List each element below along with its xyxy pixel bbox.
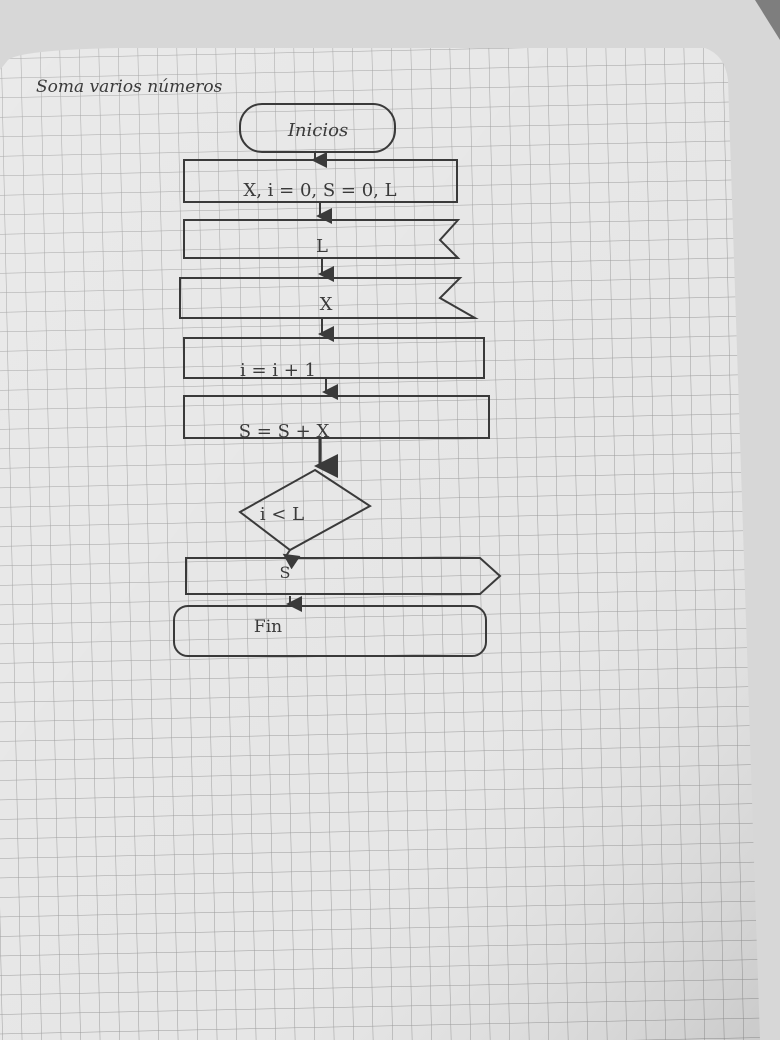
- increment-process: [183, 337, 485, 379]
- input-l-label: L: [316, 236, 328, 257]
- output-label: S: [280, 563, 291, 582]
- output-shape: [185, 557, 502, 595]
- input-x-label: X: [320, 294, 333, 315]
- end-label: Fin: [254, 617, 282, 637]
- init-label: X, i = 0, S = 0, L: [243, 180, 396, 201]
- start-label: Inicios: [287, 120, 348, 141]
- accumulate-process: [183, 395, 490, 439]
- arrow-7: [282, 549, 301, 570]
- accumulate-label: S = S + X: [239, 421, 330, 442]
- end-terminal: [173, 605, 487, 657]
- input-l-shape: [183, 219, 461, 259]
- input-x-shape: [179, 277, 479, 319]
- page-title: Soma varios números: [36, 77, 223, 97]
- increment-label: i = i + 1: [240, 360, 316, 381]
- decision-label: i < L: [260, 504, 304, 525]
